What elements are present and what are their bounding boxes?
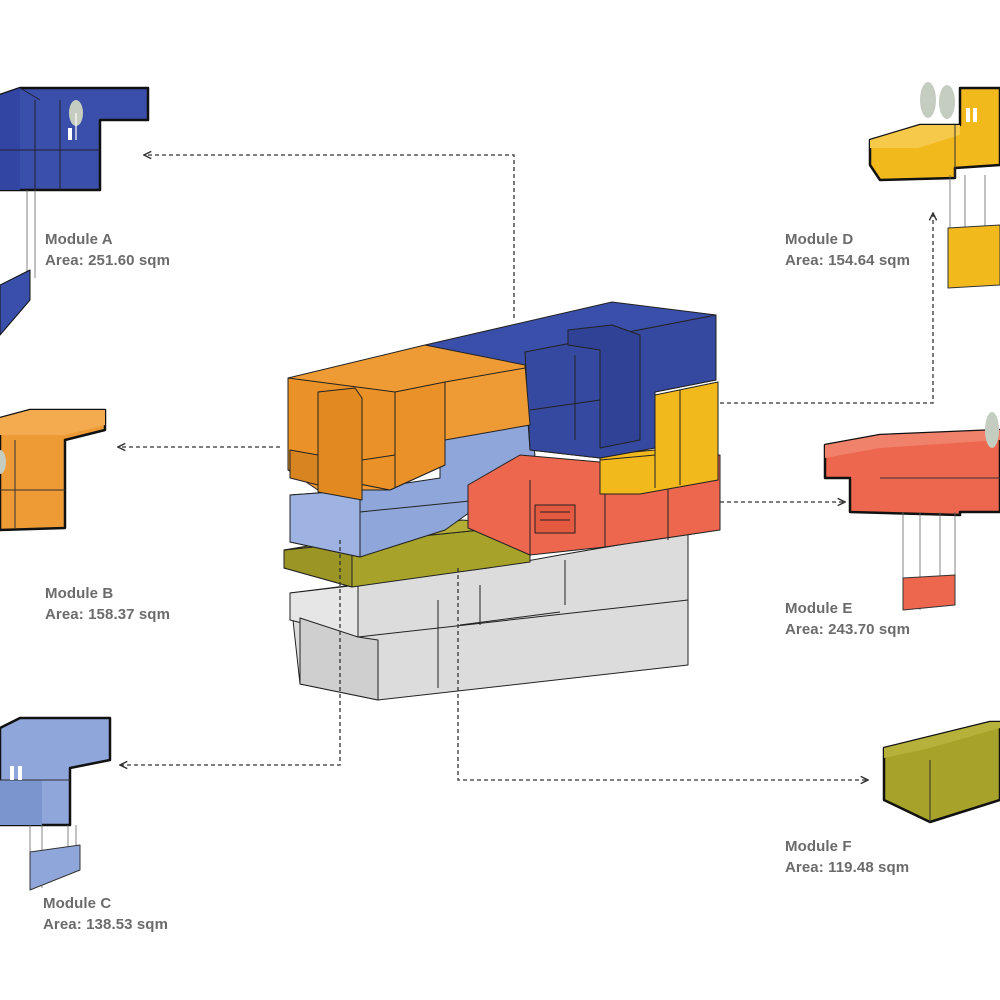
module-a-diagram	[0, 86, 150, 336]
module-b-area: Area: 158.37 sqm	[45, 606, 171, 623]
tree-icon	[939, 85, 955, 119]
person-icon	[18, 766, 22, 780]
module-f-label: Module F Area: 119.48 sqm	[785, 836, 909, 878]
connector-a	[144, 155, 515, 318]
tree-icon	[0, 450, 6, 474]
module-f-area: Area: 119.48 sqm	[785, 859, 910, 876]
module-d-name: Module D	[785, 231, 854, 248]
module-a-name: Module A	[45, 231, 113, 248]
module-b-diagram	[0, 408, 107, 532]
central-gray-base	[289, 532, 689, 701]
module-e-diagram	[823, 412, 1000, 611]
connector-lines	[118, 155, 933, 780]
central-orange-block	[287, 344, 531, 501]
module-c-diagram	[0, 716, 112, 891]
module-b-name: Module B	[45, 585, 114, 602]
module-e-name: Module E	[785, 600, 853, 617]
module-d-diagram	[868, 82, 1000, 289]
module-a-label: Module A Area: 251.60 sqm	[45, 229, 170, 271]
tree-icon	[985, 412, 999, 448]
connector-f	[457, 568, 868, 780]
module-b-label: Module B Area: 158.37 sqm	[45, 583, 170, 625]
module-c-area: Area: 138.53 sqm	[43, 916, 169, 933]
module-d-area: Area: 154.64 sqm	[785, 252, 911, 269]
person-icon	[68, 128, 72, 140]
module-f-diagram	[882, 720, 1000, 824]
person-icon	[973, 108, 977, 122]
module-e-label: Module E Area: 243.70 sqm	[785, 598, 910, 640]
person-icon	[10, 766, 14, 780]
person-icon	[966, 108, 970, 122]
tree-icon	[920, 82, 936, 118]
central-assembly	[283, 301, 721, 701]
central-blue-block	[424, 301, 717, 459]
module-a-area: Area: 251.60 sqm	[45, 252, 171, 269]
connector-c	[120, 540, 341, 765]
module-d-label: Module D Area: 154.64 sqm	[785, 229, 910, 271]
module-e-area: Area: 243.70 sqm	[785, 621, 911, 638]
connector-d	[720, 213, 933, 404]
module-c-name: Module C	[43, 895, 112, 912]
module-f-name: Module F	[785, 838, 852, 855]
module-c-label: Module C Area: 138.53 sqm	[43, 893, 168, 935]
